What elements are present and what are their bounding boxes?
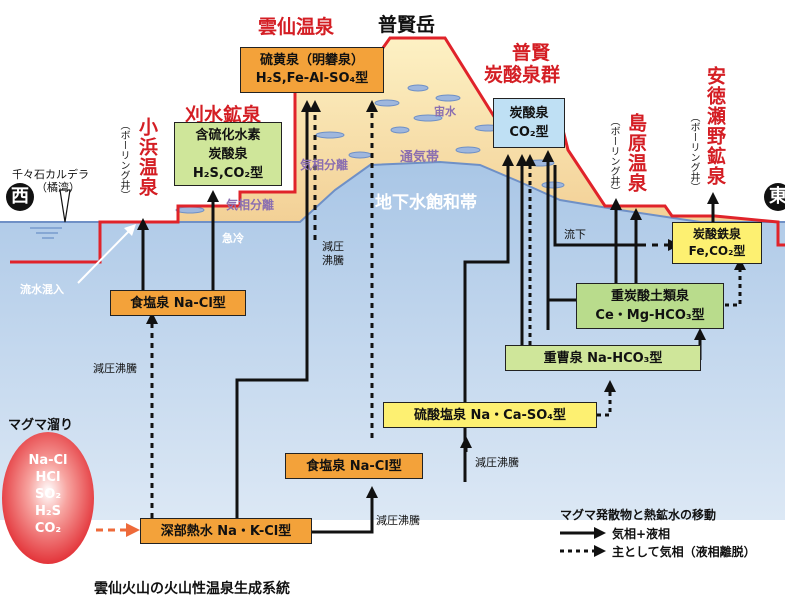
box-shokuen-left: 食塩泉 Na-Cl型 [110,290,246,316]
groundwater-zone [0,162,785,520]
box-jusou: 重曹泉 Na-HCO₃型 [505,345,701,371]
groundwater-zone-label: 地下水飽和帯 [375,193,477,213]
antokuseno-label: 安徳瀬野鉱泉 [704,66,726,186]
chijiwa-label-1: 千々石カルデラ [12,168,89,181]
sea-ripples [30,227,62,239]
decompression-label-bottom: 減圧沸騰 [376,514,420,527]
legend-solid-label: 気相+液相 [612,527,671,541]
fugendake-label: 普賢岳 [378,14,436,36]
fugen-tansan-label-2: 炭酸泉群 [484,64,561,86]
magma-title: マグマ溜り [8,418,74,433]
legend-title: マグマ発散物と熱鉱水の移動 [560,508,717,522]
magma-item: Na-Cl [28,453,68,468]
legend-dashed-label: 主として気相（液相離脱） [612,545,756,559]
kohama-label: 小浜温泉 [136,117,158,197]
fugen-tansan-label-1: 普賢 [512,42,551,64]
vapor-separation-label-1: 気相分離 [226,198,275,212]
downflow-label: 流下 [564,228,586,241]
magma-chamber [2,432,94,564]
ground-surface-line [10,36,785,264]
box-shokuen-mid: 食塩泉 Na-Cl型 [285,453,423,479]
vapor-separation-label-2: 気相分離 [300,158,349,172]
decompression-label-left: 減圧沸騰 [93,362,137,375]
quench-label: 急冷 [222,232,244,245]
caption: 雲仙火山の火山性温泉生成系統 [94,581,290,597]
magma-components: Na-Cl HCl SO₂ H₂S CO₂ [2,452,94,537]
magma-item: SO₂ [34,487,62,502]
magma-item: H₂S [35,504,61,519]
water-mixing-label: 流水混入 [20,283,64,296]
box-unzen-sulfur: 硫黄泉（明礬泉）H₂S,Fe-Al-SO₄型 [240,47,384,93]
magma-item: CO₂ [34,521,62,536]
chijiwa-label-2: （橘湾） [36,181,80,194]
karimizu-label: 刈水鉱泉 [185,104,262,126]
aeration-zone-label: 通気帯 [400,150,440,165]
perched-water-label: 宙水 [434,105,456,118]
decompression-label-vertical: 減圧沸騰 [322,240,344,267]
unzen-label: 雲仙温泉 [258,16,335,38]
west-badge: 西 [6,183,34,211]
box-ryusan: 硫酸塩泉 Na・Ca-SO₄型 [383,402,597,428]
decompression-label-mid: 減圧沸騰 [475,456,519,469]
antokuseno-boring: （ボーリング井） [688,112,699,192]
shimabara-boring: （ボーリング井） [608,116,619,196]
caldera-marker [59,189,71,223]
box-shinbu: 深部熱水 Na・K-Cl型 [140,518,312,544]
shimabara-label: 島原温泉 [625,113,647,193]
kohama-boring: （ボーリング井） [118,120,129,200]
east-badge: 東 [764,183,785,211]
magma-item: HCl [35,470,61,485]
